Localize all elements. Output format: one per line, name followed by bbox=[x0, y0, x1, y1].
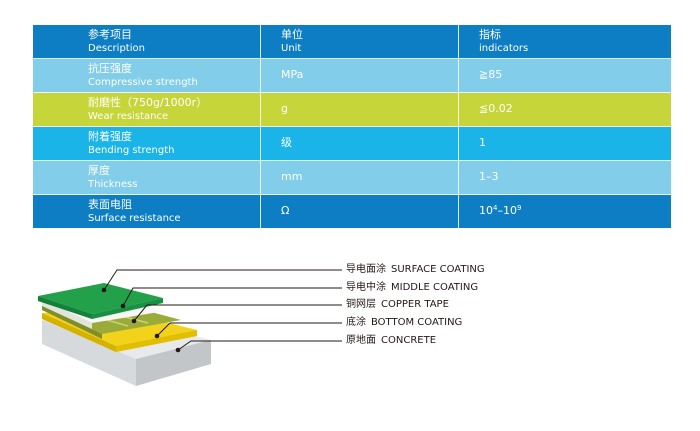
layer-label-middle: 导电中涂 MIDDLE COATING bbox=[346, 282, 478, 294]
surface-coating-layer-front bbox=[92, 298, 163, 319]
row-description-en: Surface resistance bbox=[88, 213, 181, 224]
header-unit: 单位 Unit bbox=[260, 25, 459, 59]
header-indicators-en: indicators bbox=[479, 43, 529, 54]
row-indicator: 104–109 bbox=[459, 195, 672, 229]
leader-line-bottom bbox=[156, 322, 342, 337]
concrete-layer-front bbox=[136, 340, 211, 386]
row-description: 抗压强度 Compressive strength bbox=[33, 58, 261, 93]
table-row: 表面电阻 Surface resistance Ω 104–109 bbox=[33, 194, 672, 229]
leader-dot bbox=[154, 333, 160, 339]
layer-label-zh: 导电面涂 bbox=[346, 264, 386, 275]
layer-label-en: CONCRETE bbox=[381, 335, 437, 346]
bottom-coating-layer-side bbox=[42, 313, 116, 352]
row-indicator-value: 1 bbox=[479, 136, 486, 149]
row-description-en: Bending strength bbox=[88, 145, 175, 156]
header-indicators: 指标 indicators bbox=[458, 25, 671, 59]
row-unit-value: MPa bbox=[281, 68, 304, 81]
layer-label-surface: 导电面涂 SURFACE COATING bbox=[346, 264, 485, 276]
table-row: 厚度 Thickness mm 1–3 bbox=[33, 160, 671, 195]
header-unit-zh: 单位 bbox=[281, 28, 303, 41]
concrete-layer-left bbox=[42, 320, 136, 386]
row-description-en: Compressive strength bbox=[88, 77, 198, 88]
leader-line-surface bbox=[103, 269, 342, 291]
row-indicator: ≧85 bbox=[458, 58, 671, 93]
resistance-exponent-2: 9 bbox=[516, 204, 522, 212]
row-description-zh: 表面电阻 bbox=[88, 198, 132, 211]
leader-line-middle bbox=[122, 287, 342, 307]
layer-label-bottom: 底涂 BOTTOM COATING bbox=[346, 317, 462, 329]
row-unit: g bbox=[260, 92, 459, 127]
row-description-en: Wear resistance bbox=[88, 111, 169, 122]
row-description: 耐磨性（750g/1000r） Wear resistance bbox=[33, 92, 261, 127]
header-description: 参考项目 Description bbox=[33, 25, 261, 59]
resistance-base-2: 10 bbox=[502, 204, 517, 217]
copper-tape-layer-side bbox=[42, 305, 102, 339]
row-indicator: ≦0.02 bbox=[458, 92, 671, 127]
spec-table: 参考项目 Description 单位 Unit 指标 indicators 抗… bbox=[33, 25, 671, 228]
row-description-zh: 耐磨性（750g/1000r） bbox=[88, 96, 208, 109]
row-description: 厚度 Thickness bbox=[33, 160, 261, 195]
resistance-exponent-1: 4 bbox=[493, 204, 498, 212]
layer-label-zh: 导电中涂 bbox=[346, 282, 386, 293]
leader-dot bbox=[131, 318, 137, 324]
leader-dot bbox=[120, 303, 126, 309]
row-indicator-value: ≧85 bbox=[479, 68, 503, 81]
row-description-zh: 附着强度 bbox=[88, 130, 132, 143]
layer-label-en: COPPER TAPE bbox=[381, 299, 449, 310]
leader-lines bbox=[103, 269, 342, 351]
row-unit: mm bbox=[260, 160, 459, 195]
table-row: 附着强度 Bending strength 级 1 bbox=[33, 126, 671, 161]
row-unit: 级 bbox=[260, 126, 459, 161]
layer-label-en: SURFACE COATING bbox=[391, 264, 485, 275]
leader-dots bbox=[101, 287, 181, 353]
table-header-row: 参考项目 Description 单位 Unit 指标 indicators bbox=[33, 25, 671, 59]
row-description-en: Thickness bbox=[88, 179, 138, 190]
row-indicator-value: ≦0.02 bbox=[479, 102, 513, 115]
table-row: 抗压强度 Compressive strength MPa ≧85 bbox=[33, 58, 671, 93]
resistance-separator: – bbox=[497, 204, 503, 217]
header-description-en: Description bbox=[88, 43, 145, 54]
bottom-coating-layer-front bbox=[116, 330, 197, 352]
leader-dot bbox=[175, 347, 181, 353]
layer-label-concrete: 原地面 CONCRETE bbox=[346, 335, 436, 347]
header-unit-en: Unit bbox=[281, 43, 302, 54]
leader-line-concrete bbox=[177, 340, 342, 351]
row-description: 附着强度 Bending strength bbox=[33, 126, 261, 161]
layer-label-en: BOTTOM COATING bbox=[371, 317, 463, 328]
row-unit: MPa bbox=[260, 58, 459, 93]
header-description-zh: 参考项目 bbox=[88, 28, 132, 41]
leader-line-copper bbox=[133, 304, 342, 322]
layer-label-zh: 原地面 bbox=[346, 335, 376, 346]
row-description-zh: 厚度 bbox=[88, 164, 110, 177]
row-indicator-value: 104–109 bbox=[479, 198, 671, 217]
row-unit-value: mm bbox=[281, 170, 303, 183]
row-indicator-value: 1–3 bbox=[479, 170, 499, 183]
row-unit: Ω bbox=[260, 194, 459, 228]
resistance-base-1: 10 bbox=[479, 204, 493, 217]
table-row: 耐磨性（750g/1000r） Wear resistance g ≦0.02 bbox=[33, 92, 671, 127]
leader-dot bbox=[101, 287, 107, 293]
layer-label-zh: 铜网层 bbox=[346, 299, 376, 310]
row-unit-value: 级 bbox=[281, 136, 292, 149]
layer-label-zh: 底涂 bbox=[346, 317, 366, 328]
header-indicators-zh: 指标 bbox=[479, 28, 501, 41]
row-description: 表面电阻 Surface resistance bbox=[33, 194, 261, 228]
row-description-zh: 抗压强度 bbox=[88, 62, 132, 75]
surface-coating-layer-side bbox=[38, 296, 92, 319]
floor-layer-diagram bbox=[38, 269, 342, 386]
layer-label-en: MIDDLE COATING bbox=[391, 282, 479, 293]
layer-label-copper: 铜网层 COPPER TAPE bbox=[346, 299, 449, 311]
row-unit-value: g bbox=[281, 102, 288, 115]
row-indicator: 1–3 bbox=[458, 160, 671, 195]
row-indicator: 1 bbox=[458, 126, 671, 161]
middle-coating-layer-side bbox=[42, 300, 92, 329]
row-unit-value: Ω bbox=[281, 204, 290, 217]
